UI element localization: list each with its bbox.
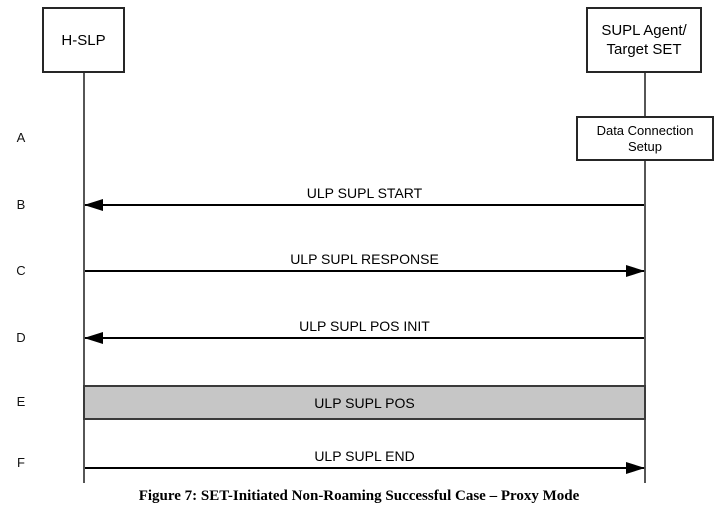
step-label-e: E (16, 394, 26, 409)
actor-box-supl-agent-target-set: SUPL Agent/ Target SET (586, 7, 702, 73)
message-line-supl-start (85, 204, 644, 206)
step-label-c: C (16, 263, 26, 278)
message-label-supl-pos: ULP SUPL POS (314, 394, 415, 411)
data-connection-setup-label-line2: Setup (628, 138, 662, 154)
actor-label-supl-agent: SUPL Agent/ (601, 22, 687, 39)
lifeline-supl-agent (644, 73, 646, 483)
figure-caption: Figure 7: SET-Initiated Non-Roaming Succ… (138, 488, 580, 504)
message-line-supl-pos-init (85, 337, 644, 339)
step-label-a: A (16, 130, 26, 145)
actor-label-target-set: Target SET (606, 41, 682, 58)
arrowhead-left-icon (84, 199, 103, 211)
actor-label-hslp: H-SLP (61, 31, 106, 49)
step-label-f: F (17, 455, 25, 470)
message-line-supl-response (85, 270, 644, 272)
step-label-d: D (16, 330, 26, 345)
lifeline-hslp (83, 73, 85, 483)
message-label-supl-start: ULP SUPL START (306, 185, 423, 201)
step-label-b: B (16, 197, 26, 212)
data-connection-setup-box: Data Connection Setup (576, 116, 714, 161)
data-connection-setup-label-line1: Data Connection (596, 122, 694, 138)
message-label-supl-pos-init: ULP SUPL POS INIT (299, 318, 430, 334)
actor-box-hslp: H-SLP (42, 7, 125, 73)
message-label-supl-end: ULP SUPL END (314, 448, 415, 464)
supl-pos-span-box: ULP SUPL POS (83, 385, 646, 420)
arrowhead-right-icon (626, 265, 645, 277)
arrowhead-left-icon (84, 332, 103, 344)
message-line-supl-end (85, 467, 644, 469)
message-label-supl-response: ULP SUPL RESPONSE (290, 251, 439, 267)
arrowhead-right-icon (626, 462, 645, 474)
